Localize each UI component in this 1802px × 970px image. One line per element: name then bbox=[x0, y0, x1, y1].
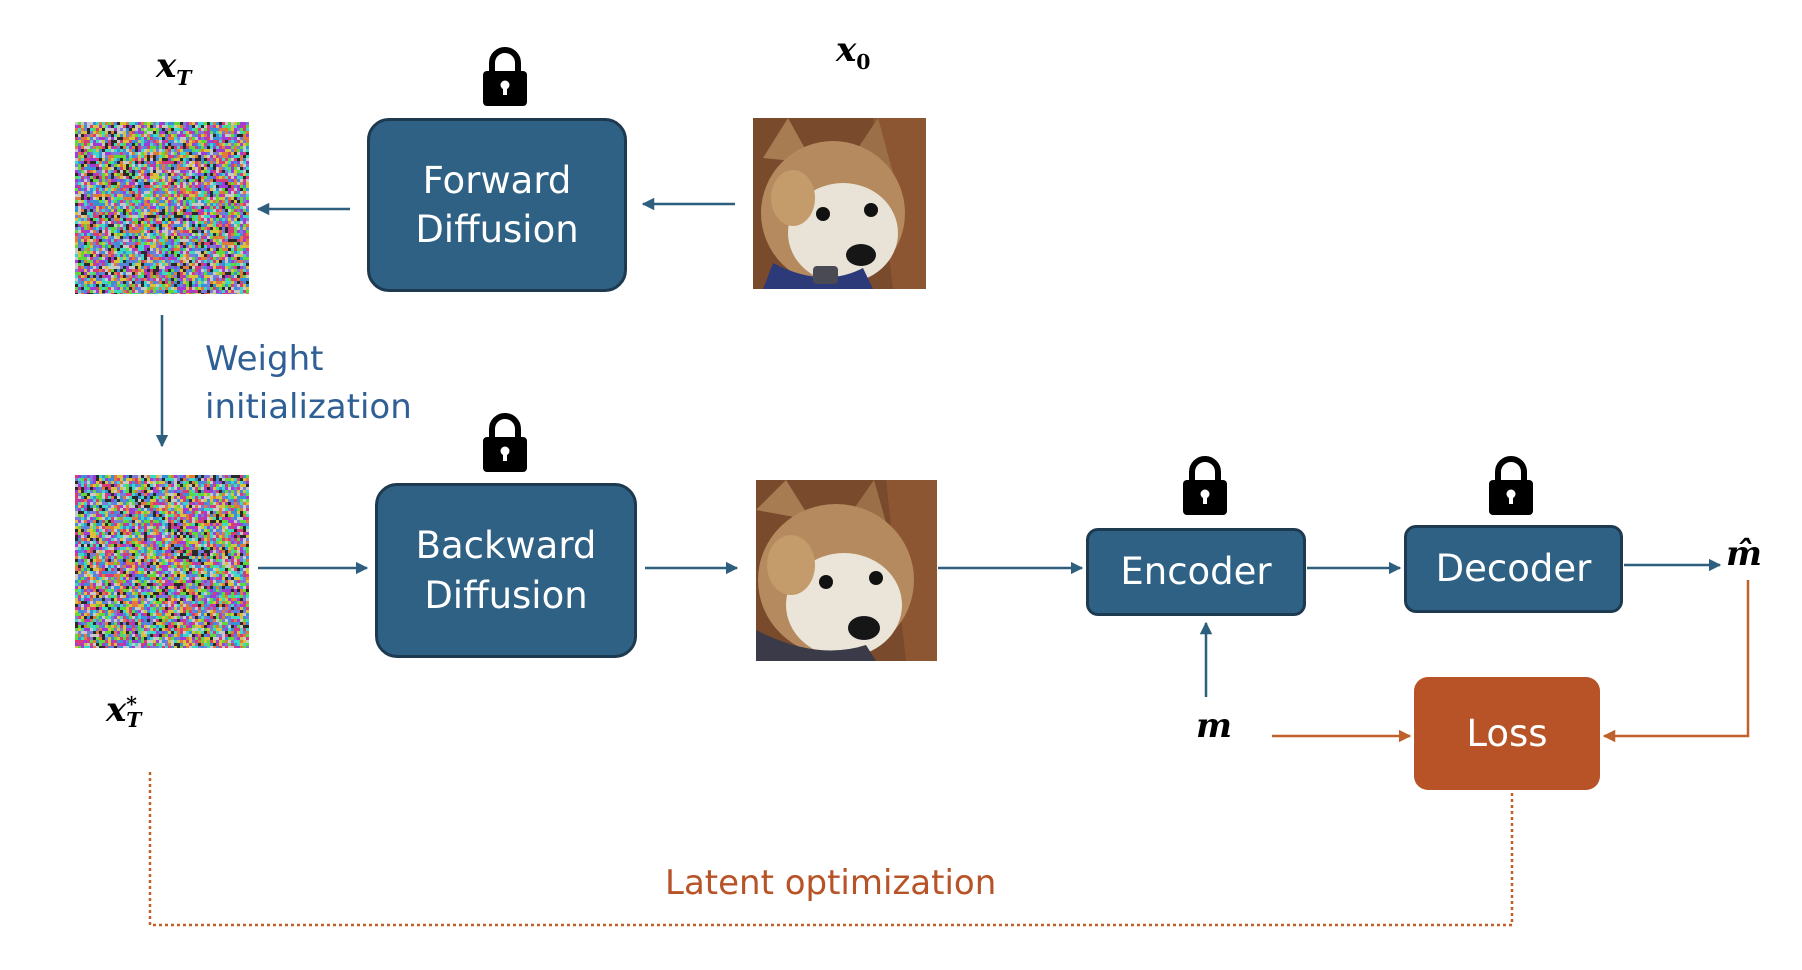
forward-label-line1: Forward bbox=[422, 158, 572, 202]
decoder-box: Decoder bbox=[1404, 525, 1623, 613]
lock-icon bbox=[483, 47, 527, 106]
lock-icon bbox=[1489, 456, 1533, 515]
arrow-mhat-to-loss bbox=[1602, 580, 1750, 743]
noise-image-x-T-star bbox=[75, 475, 249, 648]
backward-label-line2: Diffusion bbox=[424, 573, 588, 617]
noise-image-x-T bbox=[75, 122, 249, 294]
dog-image-x-0 bbox=[753, 118, 926, 289]
encoder-label: Encoder bbox=[1120, 550, 1272, 594]
decoder-label: Decoder bbox=[1435, 547, 1592, 591]
latent-optimization-path bbox=[148, 772, 1514, 927]
forward-label-line2: Diffusion bbox=[415, 208, 579, 251]
loss-label: Loss bbox=[1466, 711, 1548, 755]
encoder-box: Encoder bbox=[1086, 528, 1306, 616]
lock-icon bbox=[1183, 456, 1227, 515]
label-x-T-star: x*T bbox=[106, 690, 142, 732]
label-m: m bbox=[1196, 706, 1232, 746]
weight-initialization-label: Weight initialization bbox=[205, 339, 412, 427]
label-x-T: xT bbox=[156, 46, 192, 90]
backward-label-line1: Backward bbox=[415, 524, 597, 568]
dog-image-reconstructed bbox=[756, 480, 937, 661]
lock-icon bbox=[483, 413, 527, 472]
latent-optimization-label: Latent optimization bbox=[665, 863, 997, 903]
loss-box: Loss bbox=[1414, 677, 1600, 790]
label-m-hat: m̂ bbox=[1726, 534, 1762, 574]
label-x-0: x0 bbox=[836, 30, 871, 74]
